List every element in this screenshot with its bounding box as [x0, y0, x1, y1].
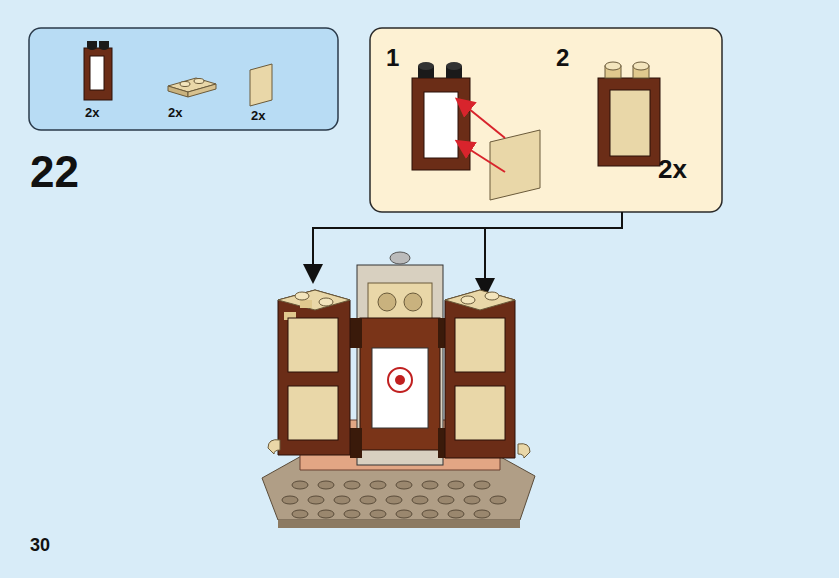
quantity-label: 2x [168, 106, 182, 119]
page-number: 30 [30, 536, 50, 554]
substep-box: 1 2 2x [370, 28, 722, 212]
quantity-label: 2x [85, 106, 99, 119]
quantity-label: 2x [658, 156, 687, 182]
substep-number: 2 [556, 46, 569, 70]
substep-number: 1 [386, 46, 399, 70]
parts-callout: 2x 2x 2x [29, 28, 338, 130]
step-number: 22 [30, 150, 79, 194]
quantity-label: 2x [251, 109, 265, 122]
